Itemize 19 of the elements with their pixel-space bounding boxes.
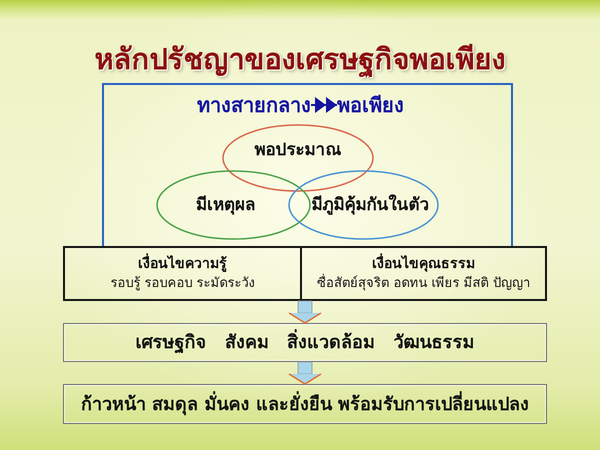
ellipse-label: พอประมาณ	[254, 139, 342, 161]
condition-table	[63, 246, 547, 301]
heading-text: ทางสายกลาง	[197, 92, 311, 118]
cell-text: รอบรู้ รอบคอบ ระมัดระวัง	[110, 275, 255, 293]
ellipse-label: มีภูมิคุ้มกันในตัว	[312, 194, 430, 216]
title: หลักปรัชญาของเศรษฐกิจพอเพียง	[94, 41, 506, 80]
ellipse	[288, 170, 439, 240]
result-box	[63, 384, 547, 424]
ellipse	[156, 170, 311, 240]
box-text: ก้าวหน้า สมดุล มั่นคง และยั่งยืน พร้อมรับการเปลี่ยนแปลง	[80, 392, 530, 416]
box-text: เศรษฐกิจ สังคม สิ่งแวดล้อม วัฒนธรรม	[136, 330, 474, 355]
result-box	[63, 323, 547, 362]
cell-heading: เงื่อนไขคุณธรรม	[372, 254, 475, 274]
heading-text: พอเพียง	[337, 92, 404, 118]
cell-text: ซื่อสัตย์สุจริต อดทน เพียร มีสติ ปัญญา	[317, 274, 530, 293]
ellipse-label: มีเหตุผล	[196, 194, 255, 216]
frame-box	[102, 83, 513, 247]
ellipse	[222, 124, 374, 192]
cell-heading: เงื่อนไขความรู้	[138, 254, 227, 274]
